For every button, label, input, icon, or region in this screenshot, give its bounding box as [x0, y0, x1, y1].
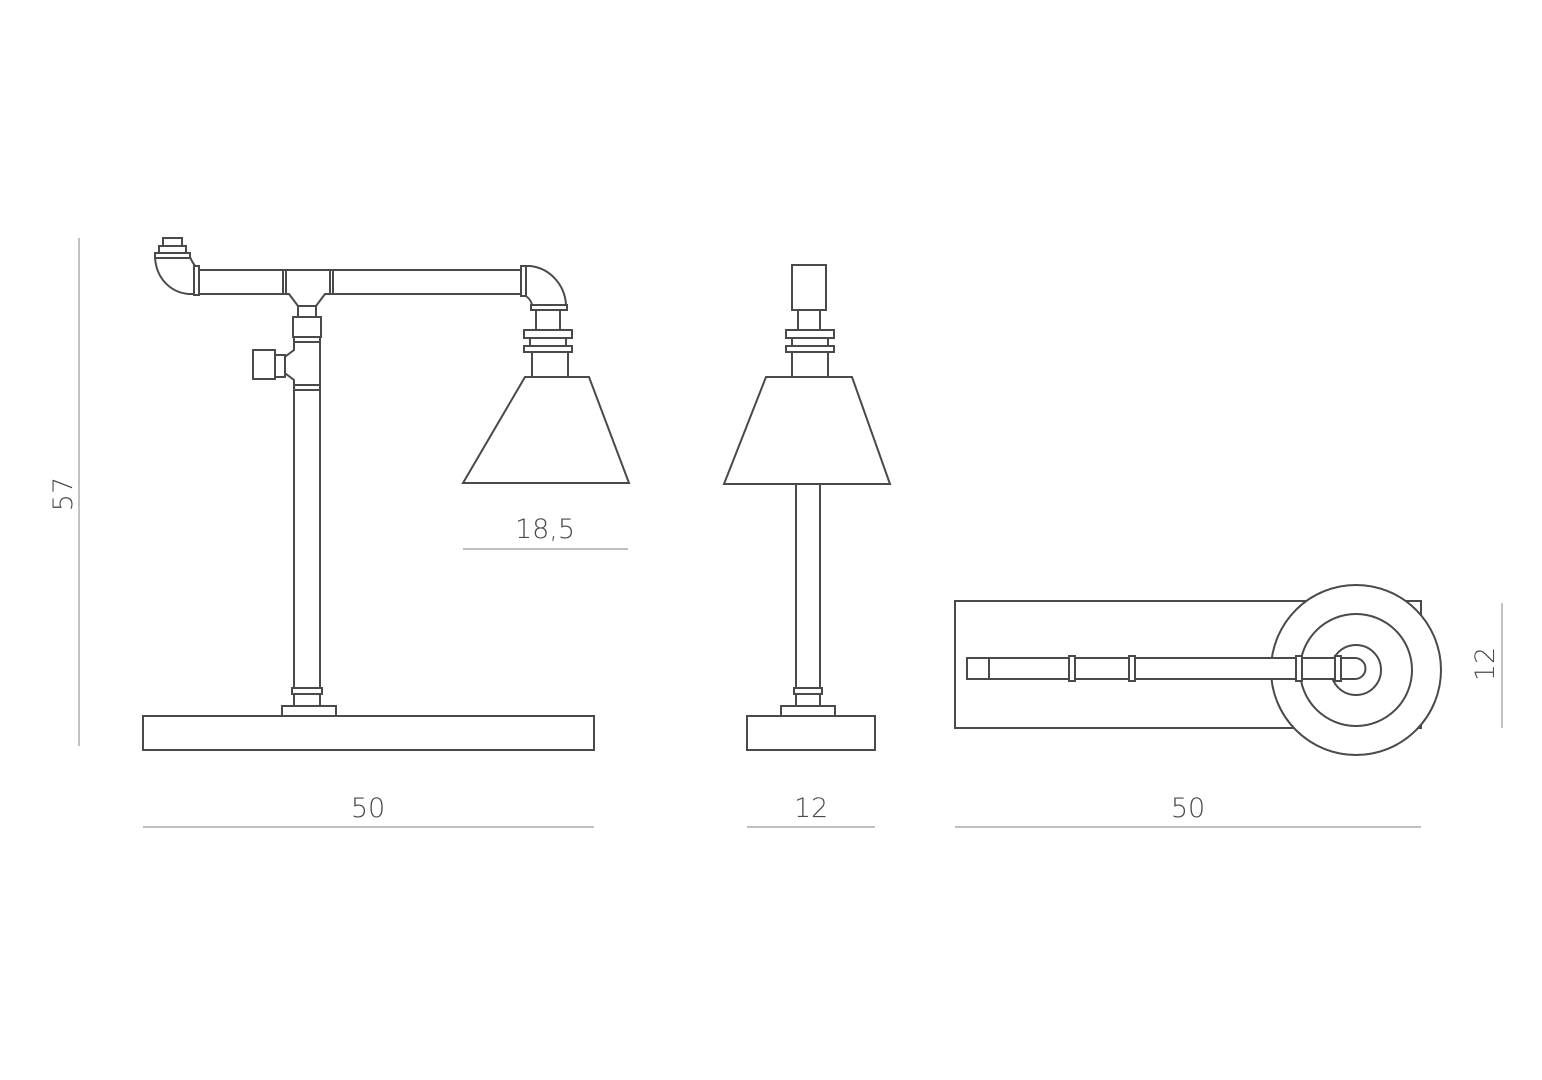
top-pipe-ring	[1295, 655, 1303, 682]
top-view: 12 50	[954, 584, 1503, 828]
front-right-elbow	[521, 265, 568, 306]
side-base-plate	[780, 705, 836, 717]
front-left-elbow	[153, 256, 198, 295]
front-arm-pipe	[196, 269, 523, 295]
top-depth-label: 12	[1470, 647, 1501, 681]
front-side-tee	[282, 341, 321, 389]
front-pole-collar	[291, 687, 323, 695]
front-pole	[293, 387, 321, 707]
height-label: 57	[48, 477, 79, 511]
front-socket-neck	[535, 309, 561, 331]
top-pipe-ring	[1068, 655, 1076, 682]
front-base-plate	[281, 705, 337, 717]
front-tee-ring-lower	[293, 384, 321, 391]
front-coupler	[292, 316, 322, 338]
front-top-tee	[282, 269, 334, 307]
shade-diameter-label: 18,5	[515, 514, 575, 545]
side-socket-ring	[785, 329, 835, 339]
top-pipe-ring	[1334, 655, 1342, 682]
front-socket-ring	[523, 329, 573, 339]
front-base	[142, 715, 595, 751]
side-view: 12	[722, 264, 892, 828]
front-lamp-shade	[461, 376, 631, 484]
front-width-label: 50	[351, 793, 385, 824]
front-valve-knob	[252, 349, 276, 380]
side-pole	[795, 483, 821, 707]
front-tee-neck	[297, 305, 317, 318]
side-lamp-shade	[722, 376, 892, 485]
side-width-label: 12	[794, 793, 828, 824]
front-view: 18,5 57 50	[48, 237, 631, 828]
front-valve-neck	[274, 354, 286, 378]
side-elbow	[791, 264, 827, 311]
top-pipe-ring	[1128, 655, 1136, 682]
top-width-label: 50	[1171, 793, 1205, 824]
top-arm-pipe	[966, 657, 1367, 680]
side-base	[746, 715, 876, 751]
